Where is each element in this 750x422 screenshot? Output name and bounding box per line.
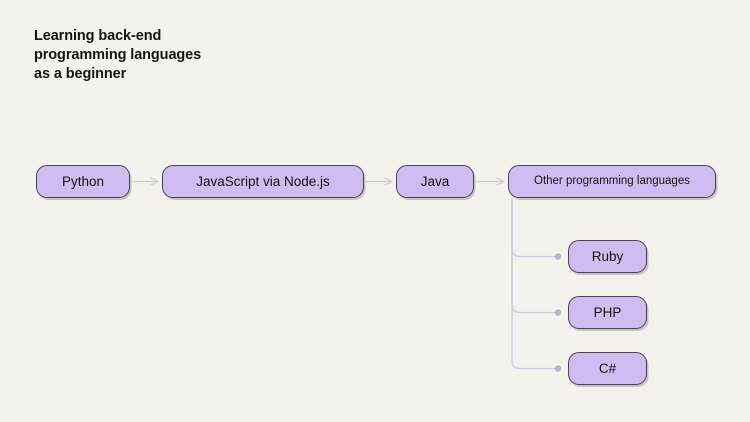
node-javascript-label: JavaScript via Node.js bbox=[196, 173, 330, 189]
node-php-label: PHP bbox=[593, 304, 622, 320]
page-title: Learning back-end programming languages … bbox=[34, 28, 202, 82]
node-java-label: Java bbox=[420, 173, 450, 189]
node-python-label: Python bbox=[61, 173, 105, 189]
node-java[interactable]: Java bbox=[396, 165, 474, 198]
node-php[interactable]: PHP bbox=[568, 296, 647, 329]
node-other-programming-languages[interactable]: Other programming languages bbox=[508, 165, 716, 198]
node-ruby[interactable]: Ruby bbox=[568, 240, 647, 273]
node-ruby-label: Ruby bbox=[591, 248, 624, 264]
connector-other-php bbox=[511, 198, 559, 314]
node-javascript[interactable]: JavaScript via Node.js bbox=[162, 165, 364, 198]
connector-dot-php bbox=[554, 309, 562, 316]
connector-other-csharp bbox=[511, 198, 559, 370]
connector-other-ruby bbox=[511, 198, 559, 258]
node-csharp[interactable]: C# bbox=[568, 352, 647, 385]
connector-dot-csharp bbox=[554, 365, 562, 372]
node-csharp-label: C# bbox=[598, 360, 617, 376]
connector-dot-ruby bbox=[554, 253, 562, 260]
node-python[interactable]: Python bbox=[36, 165, 130, 198]
node-other-label: Other programming languages bbox=[534, 174, 690, 187]
